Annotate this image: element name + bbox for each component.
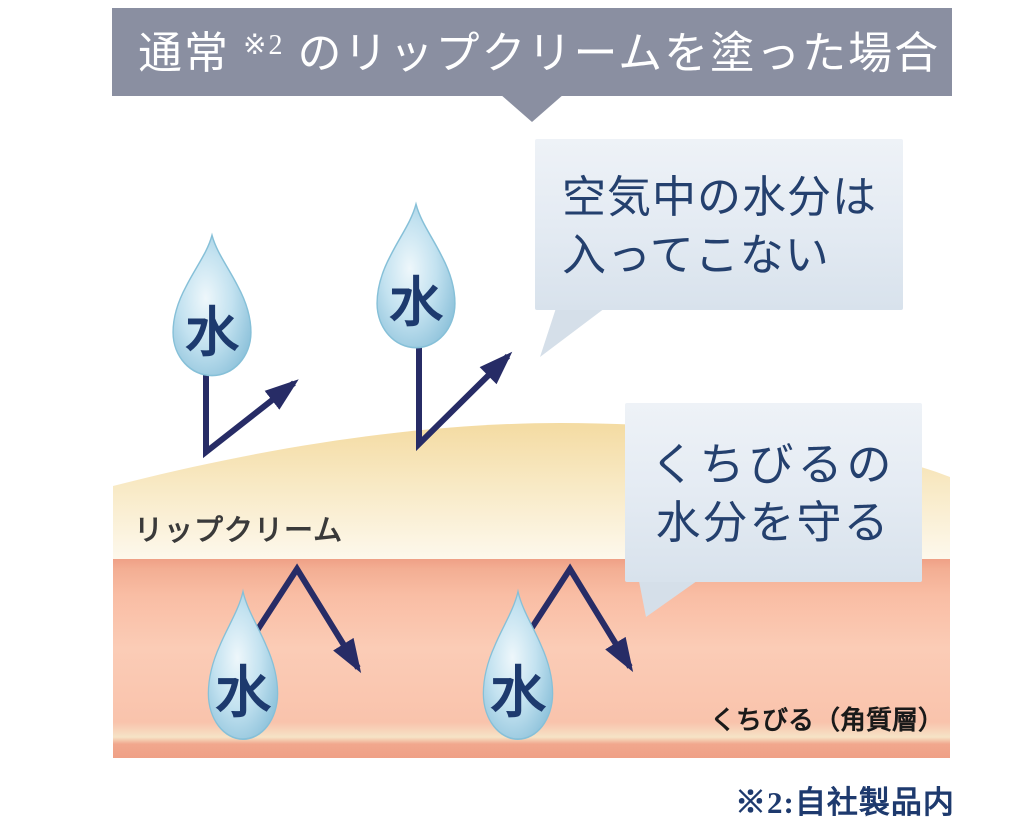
bounce-arrow-bottom-right (517, 563, 634, 673)
air-moisture-bubble: 空気中の水分は 入ってこない (535, 139, 903, 357)
bounce-arrow-top-right (416, 345, 513, 452)
water-droplet-top-right: 水 (376, 203, 456, 349)
lip-cream-label: リップクリーム (134, 514, 343, 547)
water-kanji: 水 (185, 303, 240, 363)
lip-moisture-bubble: くちびるの 水分を守る (625, 403, 922, 617)
bounce-arrow-bottom-left (244, 563, 362, 674)
water-droplet-bottom-left: 水 (207, 590, 279, 740)
title-suffix: のリップクリームを塗った場合 (297, 29, 940, 78)
footnote: ※2:自社製品内 (735, 785, 955, 819)
lips-label: くちびる（角質層） (710, 705, 944, 735)
title-text: 通常 ※2 のリップクリームを塗った場合 (138, 15, 940, 78)
lip-moisture-text-line1: くちびるの (650, 440, 895, 490)
water-kanji: 水 (490, 663, 547, 725)
lip-moisture-text-line2: 水分を守る (655, 498, 890, 548)
lip-moisture-bubble-tail (638, 576, 704, 617)
air-moisture-bubble-tail (540, 305, 609, 357)
air-moisture-text-line1: 空気中の水分は (562, 173, 877, 222)
bounce-arrow-top-left (203, 371, 299, 459)
water-droplet-top-left: 水 (172, 234, 252, 377)
air-moisture-text-line2: 入ってこない (562, 231, 830, 280)
title-prefix: 通常 (138, 29, 230, 78)
title-superscript: ※2 (243, 30, 284, 61)
water-kanji: 水 (215, 663, 272, 725)
title-banner: 通常 ※2 のリップクリームを塗った場合 (112, 8, 952, 122)
water-droplet-bottom-right: 水 (482, 590, 554, 740)
title-banner-pointer (500, 94, 564, 122)
water-kanji: 水 (389, 273, 444, 333)
